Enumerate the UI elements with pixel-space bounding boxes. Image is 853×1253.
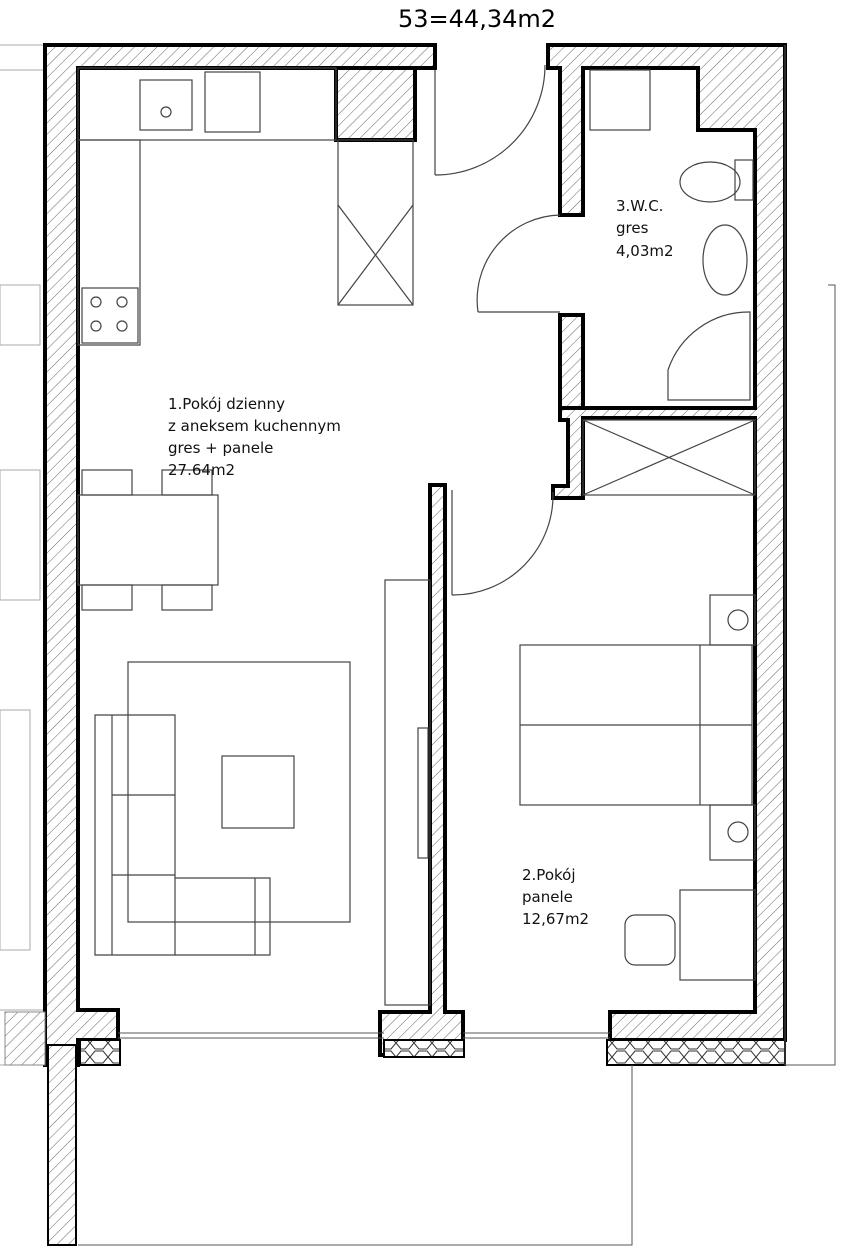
- bathroom-fixtures: [589, 69, 754, 401]
- room-label-bedroom: 2.Pokój panele 12,67m2: [522, 866, 589, 928]
- shower-icon: [667, 311, 751, 401]
- svg-text:12,67m2: 12,67m2: [522, 910, 589, 928]
- room-label-living: 1.Pokój dzienny z aneksem kuchennym gres…: [168, 395, 341, 479]
- kitchen-furniture: [77, 67, 414, 611]
- walls: [4, 43, 787, 1246]
- windows: [78, 45, 836, 1246]
- svg-text:2.Pokój: 2.Pokój: [522, 866, 576, 884]
- fridge: [337, 139, 414, 306]
- rug: [127, 661, 351, 923]
- tv-cabinet: [384, 579, 431, 1006]
- apartment-area-title: 53=44,34m2: [398, 5, 556, 33]
- sink-icon: [139, 79, 193, 131]
- svg-text:z aneksem kuchennym: z aneksem kuchennym: [168, 417, 341, 435]
- toilet-icon: [679, 161, 741, 203]
- svg-text:4,03m2: 4,03m2: [616, 242, 674, 260]
- neighbour-unit: [0, 44, 45, 1066]
- desk: [679, 889, 756, 981]
- svg-text:gres + panele: gres + panele: [168, 439, 273, 457]
- dining-table: [77, 494, 219, 586]
- svg-text:1.Pokój dzienny: 1.Pokój dzienny: [168, 395, 285, 413]
- svg-text:27.64m2: 27.64m2: [168, 461, 235, 479]
- coffee-table: [221, 755, 295, 829]
- tv: [417, 727, 429, 859]
- bedroom-furniture: [519, 419, 756, 981]
- living-furniture: [94, 579, 431, 1006]
- stove-icon: [81, 287, 139, 344]
- svg-text:gres: gres: [616, 219, 649, 237]
- doors: [434, 64, 561, 596]
- svg-text:panele: panele: [522, 888, 573, 906]
- room-label-wc: 3.W.C. gres 4,03m2: [616, 197, 674, 260]
- washbasin-icon: [702, 224, 748, 296]
- svg-text:3.W.C.: 3.W.C.: [616, 197, 663, 215]
- chair: [624, 914, 676, 966]
- wardrobe: [582, 419, 756, 496]
